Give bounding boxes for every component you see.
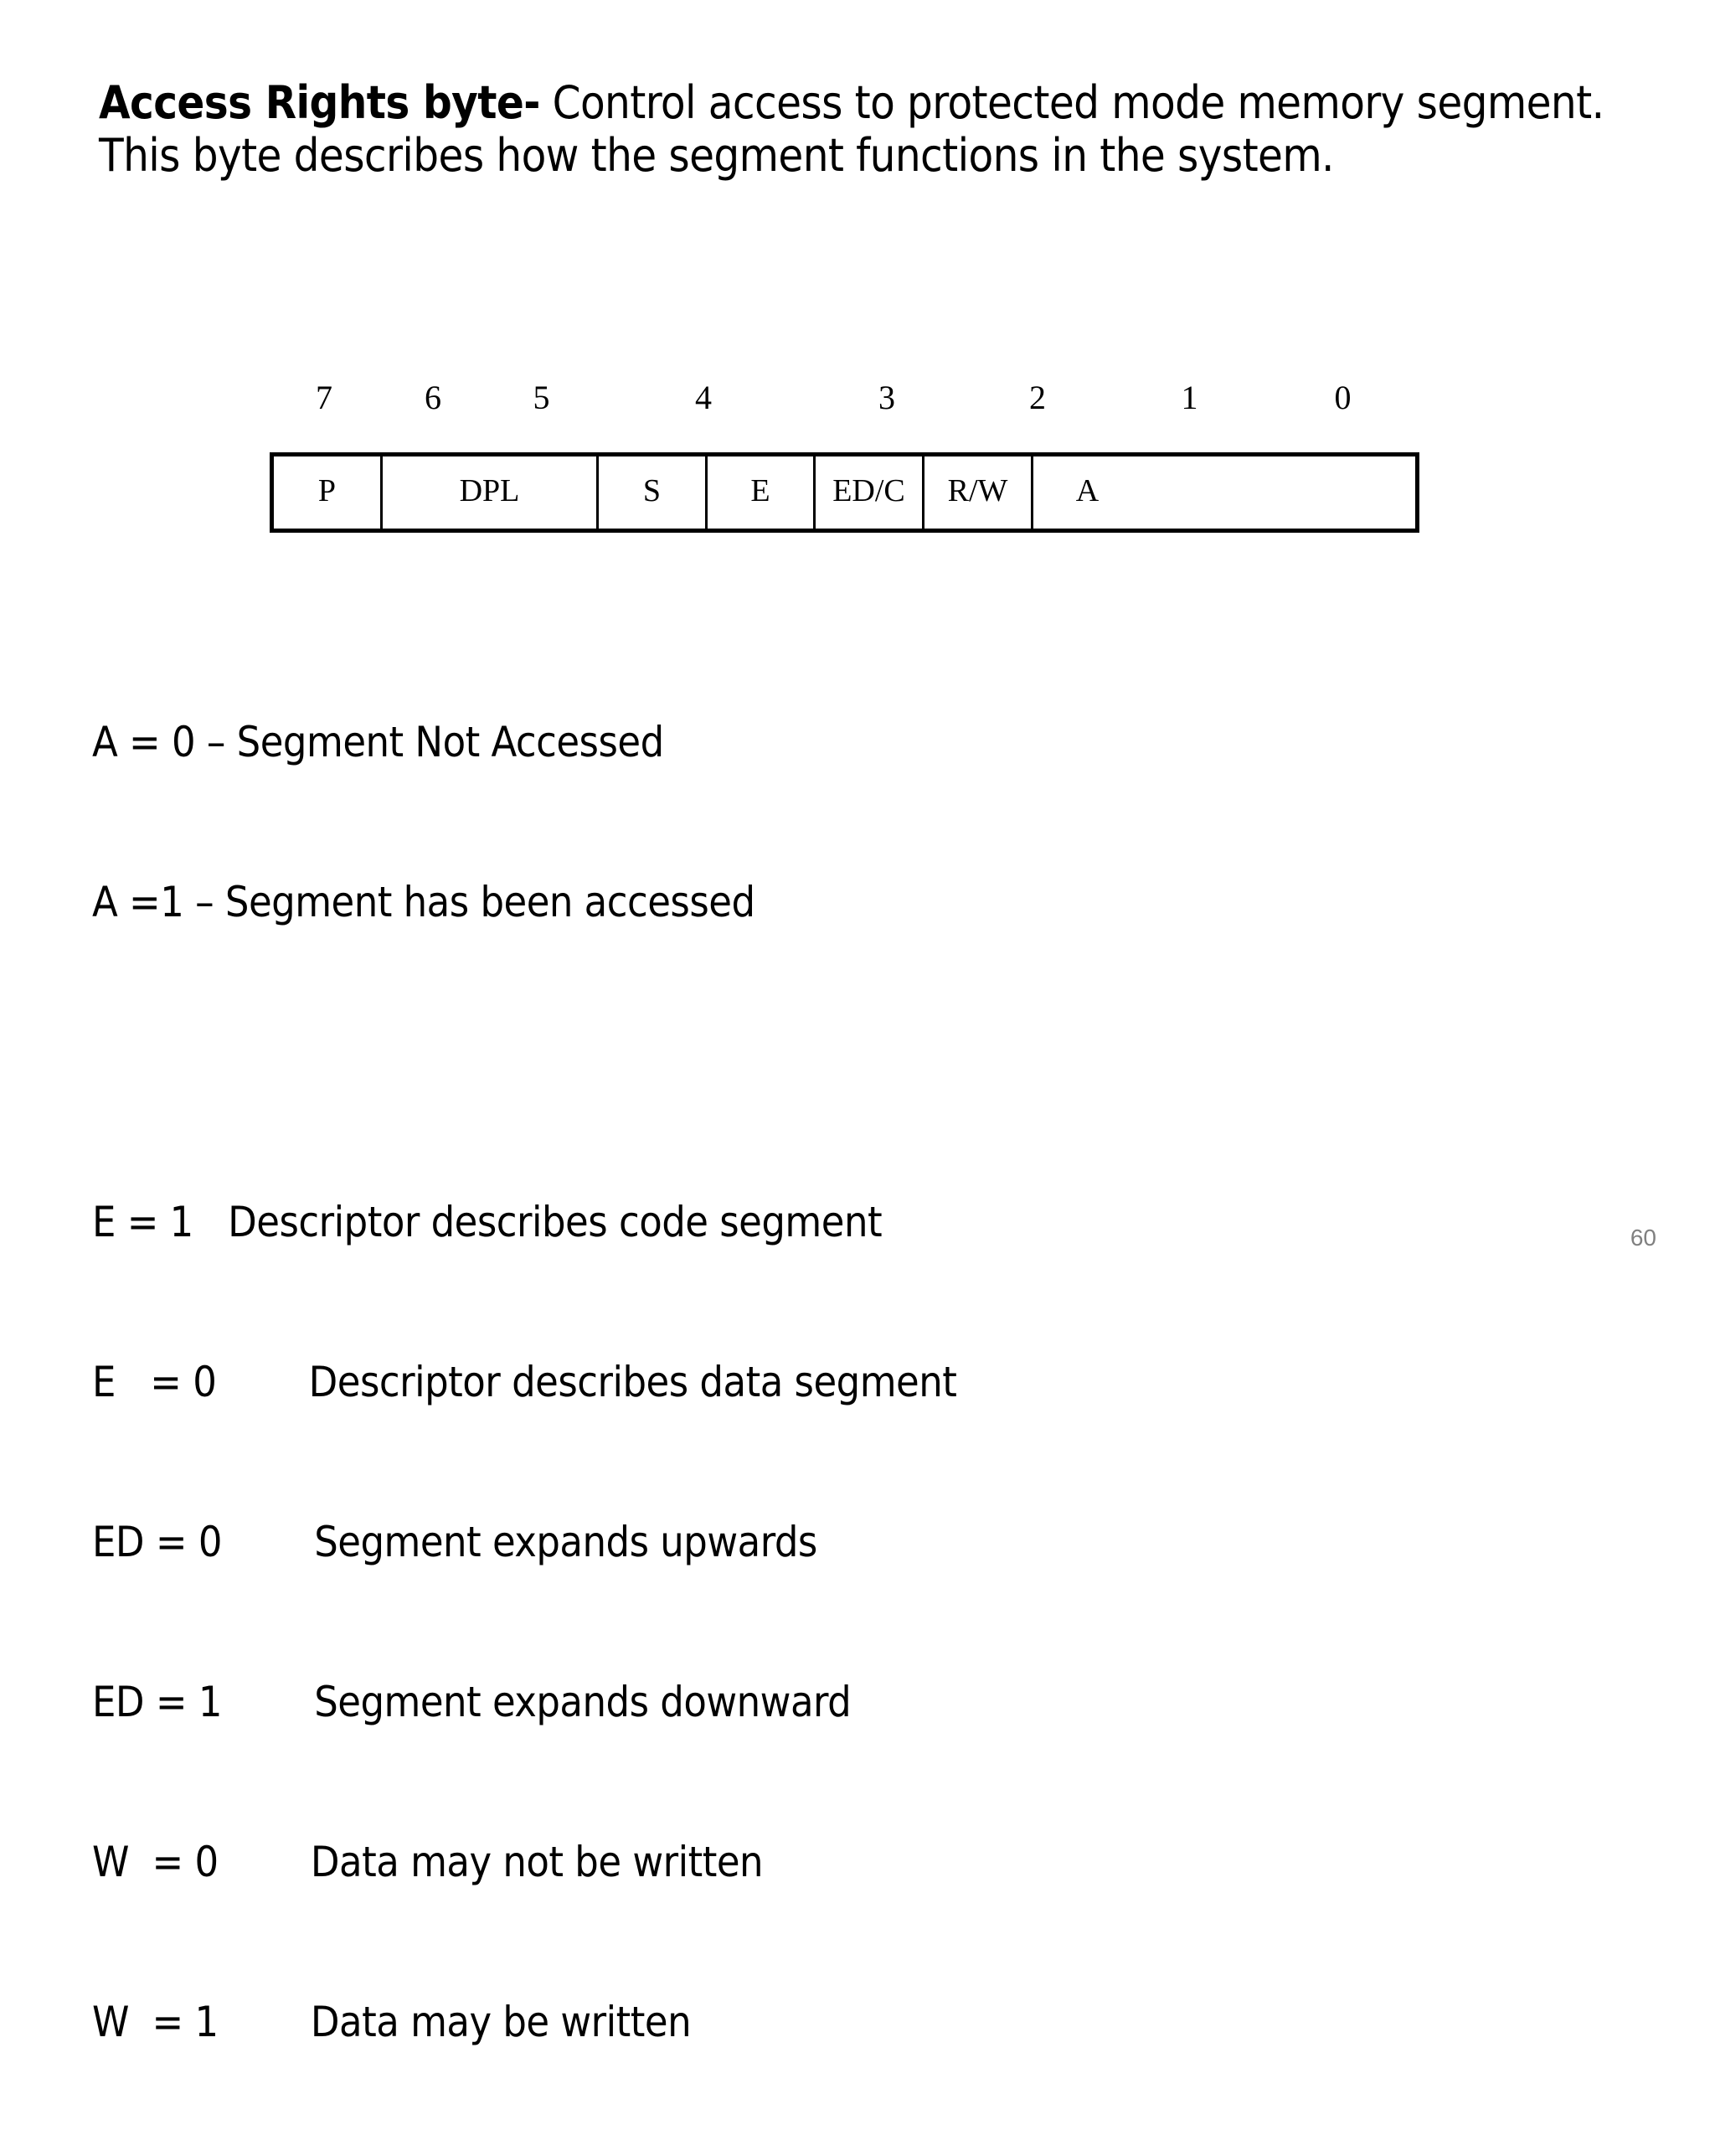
bit-number-4: 4 [695,379,712,416]
definition-label-w1: W = 1 [92,1998,219,2046]
definition-desc-e0: Descriptor describes data segment [216,1358,957,1406]
definition-line-e0: E = 0 Descriptor describes data segment [92,1356,1616,1410]
definition-label-a0: A = 0 – Segment Not Accessed [92,718,664,766]
bit-number-0: 0 [1334,379,1352,416]
definition-line-ed0: ED = 0 Segment expands upwards [92,1516,1616,1570]
definition-line-w1: W = 1 Data may be written [92,1996,1616,2050]
heading-body-text: Control access to protected mode memory … [99,76,1604,182]
bit-number-1: 1 [1181,379,1198,416]
definition-desc-ed0: Segment expands upwards [221,1518,817,1566]
bitfield-cell-edc: ED/C [816,456,924,529]
definition-desc-w0: Data may not be written [218,1838,764,1886]
definition-line-ed1: ED = 1 Segment expands downward [92,1676,1616,1730]
definition-desc-e1: Descriptor describes code segment [193,1198,883,1246]
definition-label-a1: A =1 – Segment has been accessed [92,878,755,926]
bit-number-6: 6 [425,379,441,416]
bitfield-cell-e: E [708,456,816,529]
bit-number-5: 5 [533,379,550,416]
definition-line-blank [92,1036,1616,1090]
bitfield-cell-a: A [1033,456,1141,529]
definition-label-e1: E = 1 [92,1198,193,1246]
definition-line-e1: E = 1 Descriptor describes code segment [92,1196,1616,1250]
bit-number-7: 7 [316,379,332,416]
definition-label-ed1: ED = 1 [92,1678,222,1726]
bit-number-3: 3 [878,379,895,416]
definition-label-e0: E = 0 [92,1358,217,1406]
definition-label-w0: W = 0 [92,1838,219,1886]
heading-paragraph: Access Rights byte- Control access to pr… [99,76,1606,182]
slide-canvas: Access Rights byte- Control access to pr… [92,76,1656,2046]
definition-list: A = 0 – Segment Not Accessed A =1 – Segm… [92,610,1616,2156]
bitfield-cell-p: P [274,456,383,529]
bitfield-cell-s: S [599,456,708,529]
definition-label-ed0: ED = 0 [92,1518,222,1566]
heading-lead-term: Access Rights byte- [99,76,540,129]
bitfield-cell-dpl: DPL [383,456,599,529]
page-number: 60 [1630,1225,1656,1251]
access-rights-byte-diagram: P DPL S E ED/C R/W A [270,452,1419,533]
definition-line-w0: W = 0 Data may not be written [92,1836,1616,1890]
bit-number-row: 7 6 5 4 3 2 1 0 [270,381,1419,415]
bitfield-cell-rw: R/W [924,456,1033,529]
definition-line-a0: A = 0 – Segment Not Accessed [92,716,1616,770]
definition-desc-w1: Data may be written [218,1998,692,2046]
definition-desc-ed1: Segment expands downward [221,1678,852,1726]
definition-line-a1: A =1 – Segment has been accessed [92,876,1616,930]
bit-number-2: 2 [1029,379,1046,416]
